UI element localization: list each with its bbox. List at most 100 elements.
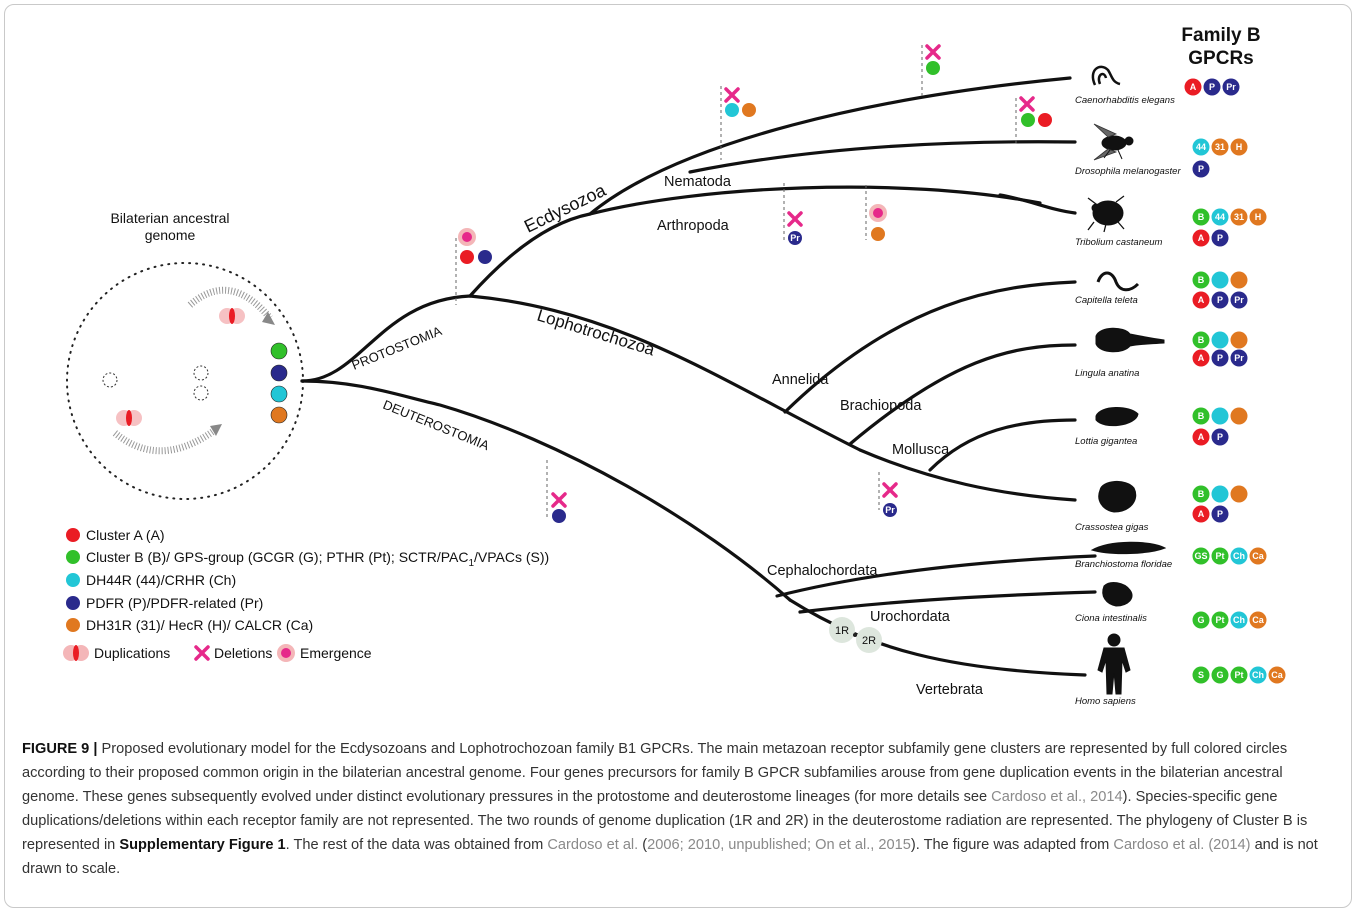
emergence-icon-core [873,208,883,218]
gene-badge-label: Pr [1226,82,1236,92]
gene-badge [1192,271,1210,289]
human-icon [1097,633,1131,695]
gene-badge-label: Ch [1233,551,1245,561]
nematoda-label: Nematoda [664,174,732,190]
gene-badge [1249,547,1267,565]
gene-badge-label: H [1255,212,1262,222]
species-silhouettes [1087,65,1167,695]
gene-badge-label: P [1209,82,1215,92]
gene-badge-label: A [1198,432,1205,442]
caption-ref-3[interactable]: 2006; 2010, unpublished; On et al., 2015 [647,837,911,853]
gene-badge [1192,611,1210,629]
ancestral-label-line1: Bilaterian ancestral [110,210,229,226]
species-name: Tribolium castaneum [1075,237,1163,248]
emergence-icon-core [462,232,472,242]
legend-emergence-icon-core [281,648,291,658]
gene-badge-label: H [1236,142,1243,152]
gene-badge [1230,666,1248,684]
duplication-icon-core [126,410,132,426]
ancestral-genome: Bilaterian ancestral genome [66,210,304,500]
gene-badge-label: Pt [1235,670,1244,680]
legend-dh31r: DH31R (31)/ HecR (H)/ CALCR (Ca) [86,617,313,633]
gene-dh44r [270,385,288,403]
gene-badge [1230,331,1248,349]
legend-red-dot [66,528,80,542]
branch-lophotrochozoa [468,294,862,452]
species-name: Crassostea gigas [1075,522,1149,533]
deletion-icon [787,211,803,227]
species-name: Capitella teleta [1075,295,1138,306]
gene-badge-label: P [1217,295,1223,305]
event-symbols: Pr Pr 1R 2R [458,44,1052,653]
gene-badge [1192,138,1210,156]
genome-duplication-1r [829,617,855,643]
lophotrochozoa-label: Lophotrochozoa [535,306,658,360]
caption-text-3: . The rest of the data was obtained from [285,837,548,853]
family-b-header-line1: Family B [1181,25,1260,46]
gene-badge-label: A [1198,233,1205,243]
empty-gene-circle [193,385,209,401]
1r-label: 1R [835,625,849,637]
lancelet-icon [1090,541,1167,555]
species-name: Caenorhabditis elegans [1075,95,1175,106]
cephalochordata-label: Cephalochordata [767,563,878,579]
urochordata-label: Urochordata [870,609,951,625]
legend-dh44r: DH44R (44)/CRHR (Ch) [86,572,236,588]
supplementary-link[interactable]: Supplementary Figure 1 [119,837,286,853]
gene-badge [1230,291,1248,309]
legend-duplications: Duplications [94,645,170,661]
gene-badge [1230,407,1248,425]
annelid-icon [1096,271,1140,292]
empty-gene-circle [102,372,118,388]
caption-ref-1[interactable]: Cardoso et al., 2014 [991,789,1123,805]
gene-badge-label: P [1217,509,1223,519]
branch-annelida [783,280,1077,414]
pr-gene-dot [788,231,802,245]
gene-badge [1192,208,1210,226]
deletion-icon [724,87,740,103]
gene-badge [1211,271,1229,289]
red-gene-dot [460,250,474,264]
duplication-dot [853,633,857,637]
deletion-icon [551,492,567,508]
brachiopod-icon [1095,327,1165,353]
gene-badge [1192,160,1210,178]
legend-navy-dot [66,596,80,610]
caption-ref-4[interactable]: Cardoso et al. (2014) [1113,837,1251,853]
gene-badge [1230,138,1248,156]
gene-badge-label: P [1217,353,1223,363]
pr-label: Pr [885,505,895,515]
gene-badge [1192,331,1210,349]
branch-crassostrea [858,448,1077,502]
gene-cluster-b [270,342,288,360]
lower-arrowhead-icon [210,424,222,436]
arthropoda-label: Arthropoda [657,218,730,234]
gene-badge-label: P [1217,233,1223,243]
gene-badge [1211,349,1229,367]
gene-badge [1211,485,1229,503]
gene-badge [1192,428,1210,446]
gene-badge [1230,611,1248,629]
gene-badge [1230,271,1248,289]
legend-cyan-dot [66,573,80,587]
caption-ref-2[interactable]: Cardoso et al. [547,837,639,853]
gene-badge-label: G [1197,615,1204,625]
gene-badge [1211,428,1229,446]
vertebrata-label: Vertebrata [916,682,984,698]
cyan-gene-dot [725,103,739,117]
gene-badge-label: Ca [1252,551,1264,561]
gene-badge [1249,666,1267,684]
gene-badge-label: 44 [1215,212,1225,222]
branch-cephalochordata [775,554,1097,598]
gene-badge [1211,331,1229,349]
species-name: Lingula anatina [1075,368,1139,379]
branch-arthropoda [588,185,1042,216]
gene-badge [1192,349,1210,367]
beetle-icon [1087,195,1125,233]
caption-text-6: and is not drawn to scale. [22,837,1318,877]
branch-urochordata [798,590,1097,614]
figure-frame [4,4,1352,908]
caption-text-1: Proposed evolutionary model for the Ecdy… [22,741,1288,805]
deletion-icon [925,44,941,60]
